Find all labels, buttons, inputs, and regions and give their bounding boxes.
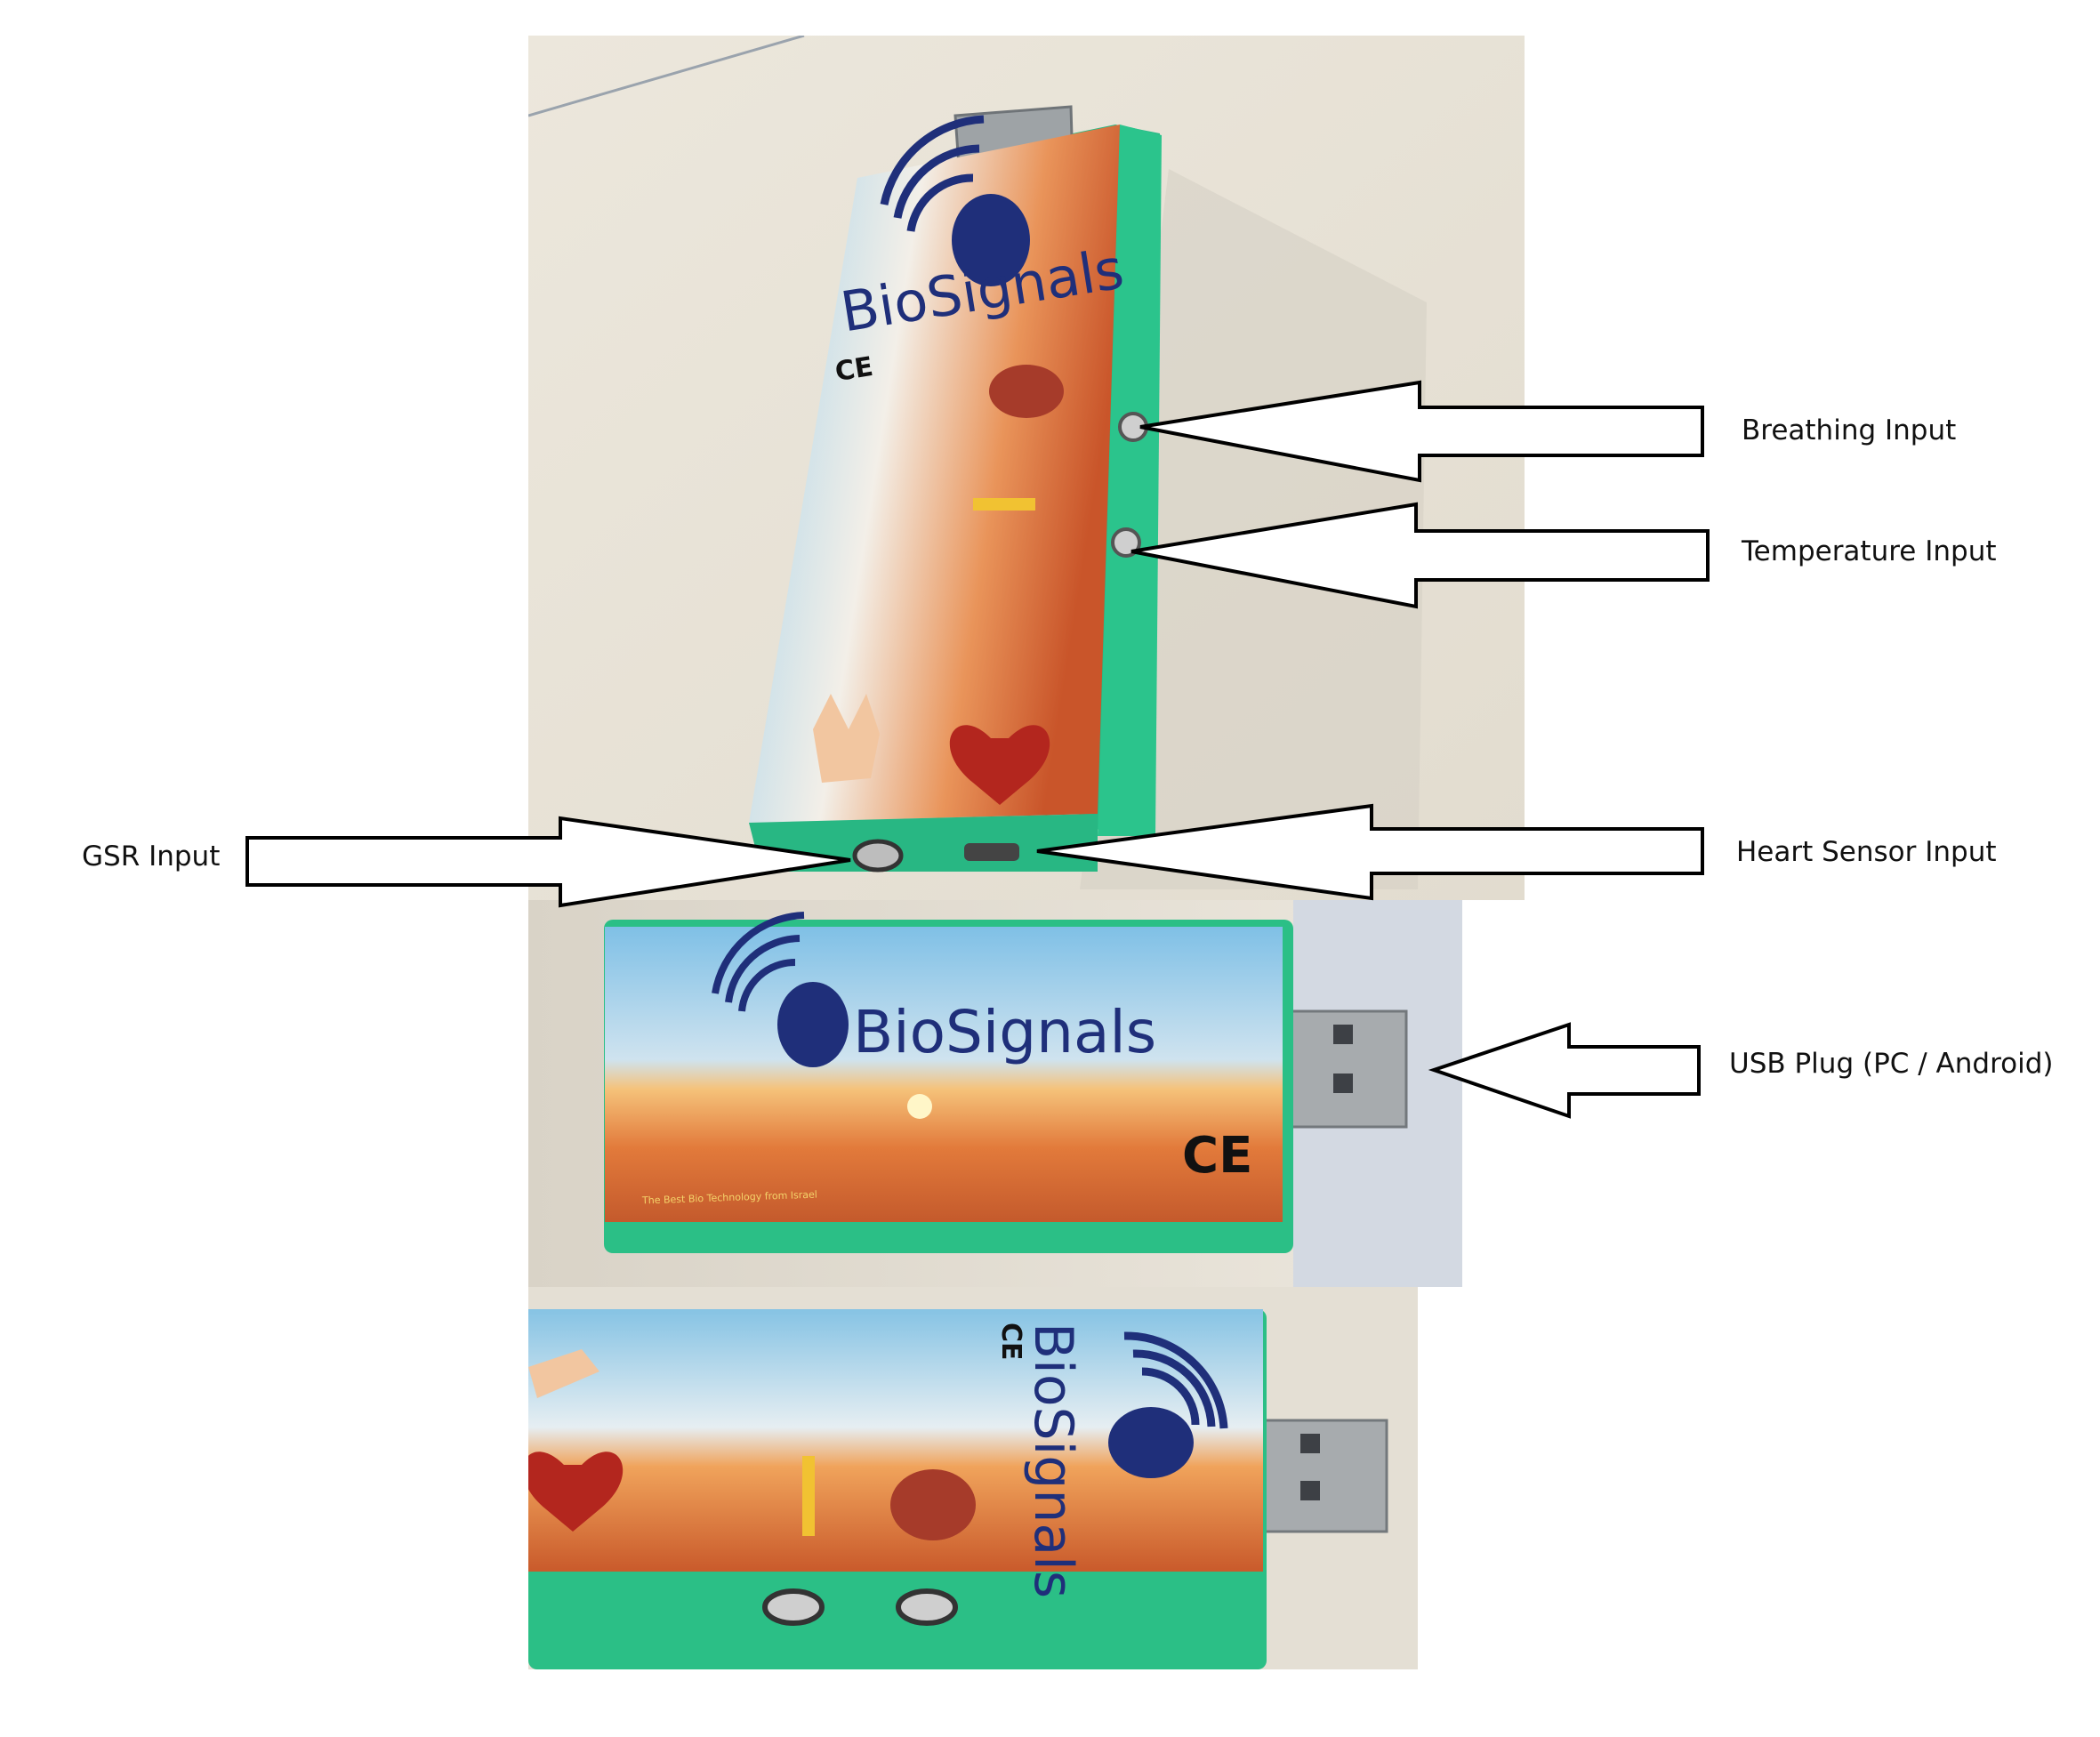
- label-breathing-input: Breathing Input: [1742, 414, 1957, 446]
- thermometer-icon: [802, 1456, 815, 1536]
- arrow-temperature: [1130, 502, 1710, 609]
- label-heart-sensor-input: Heart Sensor Input: [1736, 836, 1997, 868]
- arrow-breathing: [1139, 380, 1704, 483]
- lungs-icon: [890, 1469, 976, 1540]
- hand-icon: [528, 1349, 599, 1398]
- thermometer-icon: [973, 498, 1035, 511]
- label-temperature-input: Temperature Input: [1742, 535, 1997, 567]
- usb-plug: [1256, 1419, 1388, 1533]
- photo-device-side: BioSignals CE: [528, 1287, 1418, 1669]
- jack-right: [896, 1588, 958, 1626]
- arrow-gsr: [245, 816, 851, 908]
- ce-mark: CE: [1182, 1127, 1253, 1185]
- heart-jack: [964, 843, 1019, 861]
- hand-icon: [813, 694, 880, 783]
- label-usb-plug: USB Plug (PC / Android): [1729, 1048, 2054, 1080]
- heart-icon: [949, 725, 1050, 805]
- head-logo-icon: [1108, 1331, 1228, 1478]
- lungs-icon: [989, 365, 1064, 418]
- arrow-heart: [1036, 803, 1704, 901]
- temperature-jack: [1111, 527, 1141, 558]
- gsr-jack: [852, 839, 904, 873]
- head-logo-icon: [712, 912, 849, 1067]
- photo-device-front: BioSignals CE The Best Bio Technology fr…: [528, 900, 1462, 1287]
- heart-icon: [528, 1452, 624, 1532]
- brand-logo-text: BioSignals: [853, 998, 1157, 1066]
- jack-left: [762, 1588, 825, 1626]
- label-gsr-input: GSR Input: [82, 840, 221, 873]
- head-logo-icon: [880, 115, 1030, 286]
- arrow-usb: [1428, 1022, 1701, 1119]
- device-top-face: [749, 125, 1120, 823]
